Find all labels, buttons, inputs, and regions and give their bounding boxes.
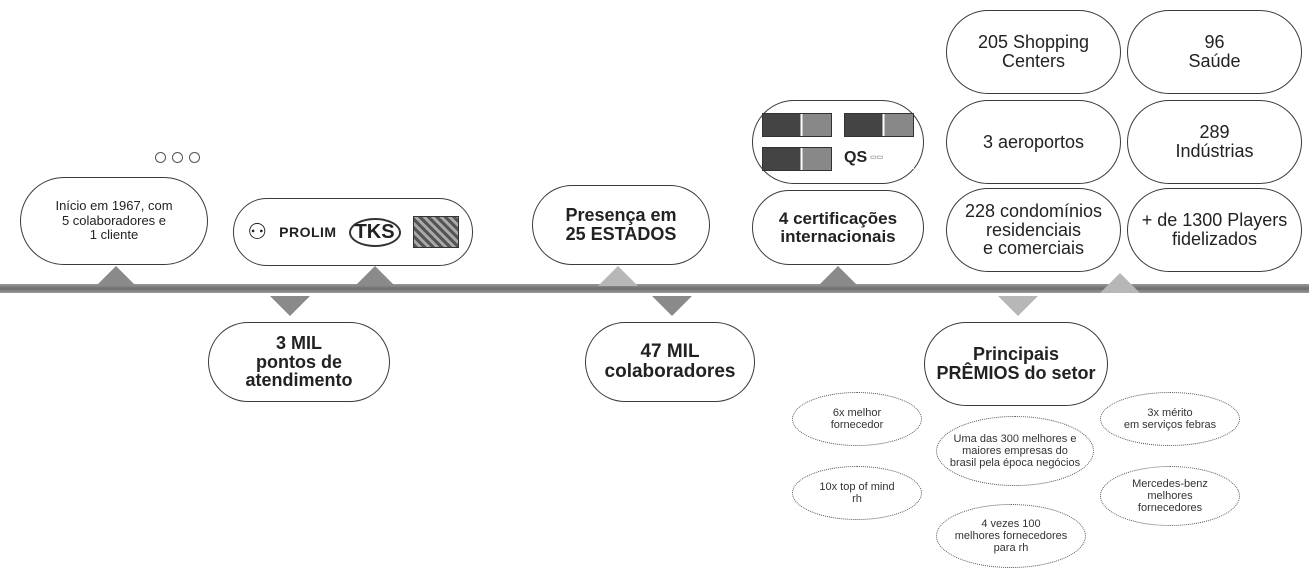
client-players: + de 1300 Players fidelizados: [1127, 188, 1302, 272]
qs-logo: QS ▭▭: [844, 147, 914, 169]
client-shopping: 205 Shopping Centers: [946, 10, 1121, 94]
awards-title: Principais PRÊMIOS do setor: [924, 322, 1108, 406]
marker-up: [818, 266, 858, 286]
award-line: 3x mérito: [1147, 406, 1193, 419]
award-line: fornecedor: [830, 419, 884, 431]
award-line: brasil pela época negócios: [949, 457, 1081, 470]
award-item: Mercedes-benz melhores fornecedores: [1100, 466, 1240, 526]
award-line: melhores fornecedores: [954, 529, 1068, 542]
award-item: 10x top of mind rh: [792, 466, 922, 520]
award-line: fornecedores: [1137, 502, 1203, 515]
milestone-start-line1: Início em 1967, com: [55, 197, 173, 213]
award-line: 10x top of mind: [819, 480, 895, 493]
milestone-certifications: 4 certificações internacionais: [752, 190, 924, 265]
client-condos-line1: 228 condomínios: [964, 200, 1103, 221]
client-airports: 3 aeroportos: [946, 100, 1121, 184]
decorative-dots: [155, 152, 200, 163]
client-industries-line2: Indústrias: [1175, 141, 1254, 161]
qs-label: QS: [844, 148, 868, 166]
marker-up: [355, 266, 395, 286]
client-airports-line1: 3 aeroportos: [982, 131, 1085, 152]
certification-grid: QS ▭▭: [762, 113, 914, 171]
qs-subtext-icon: ▭▭: [870, 154, 884, 162]
milestone-start-line2: 5 colaboradores e: [61, 212, 167, 228]
award-line: 6x melhor: [832, 406, 882, 419]
award-line: melhores: [1147, 489, 1193, 502]
marker-up: [96, 266, 136, 286]
milestone-start-line3: 1 cliente: [89, 227, 139, 243]
dot-icon: [189, 152, 200, 163]
award-line: em serviços febras: [1123, 419, 1217, 431]
award-item: 3x mérito em serviços febras: [1100, 392, 1240, 446]
marker-down: [652, 296, 692, 316]
client-condos: 228 condomínios residenciais e comerciai…: [946, 188, 1121, 272]
marker-down: [270, 296, 310, 316]
milestone-points-line2: pontos de: [256, 351, 342, 372]
certification-badge-icon: [762, 147, 832, 171]
certification-logos: QS ▭▭: [752, 100, 924, 184]
client-health-line1: 96: [1204, 32, 1225, 53]
milestone-points-line3: atendimento: [245, 370, 353, 391]
timeline-axis: [0, 284, 1309, 293]
partner-people-icon: ⚇: [247, 219, 268, 245]
client-players-line1: + de 1300 Players: [1141, 210, 1288, 231]
milestone-presence: Presença em 25 ESTADOS: [532, 185, 710, 265]
award-line: Uma das 300 melhores e: [953, 432, 1077, 445]
milestone-certifications-line1: 4 certificações: [778, 208, 898, 228]
milestone-certifications-line2: internacionais: [780, 226, 896, 246]
dot-icon: [155, 152, 166, 163]
tks-logo: TKS: [348, 217, 401, 247]
milestone-partners: ⚇ PROLIM TKS: [233, 198, 473, 266]
prolim-logo: PROLIM: [279, 223, 337, 240]
award-item: 4 vezes 100 melhores fornecedores para r…: [936, 504, 1086, 568]
marker-up: [1100, 273, 1140, 293]
client-condos-line2: residenciais: [985, 219, 1082, 240]
awards-title-line1: Principais: [972, 344, 1060, 365]
milestone-employees-line2: colaboradores: [604, 361, 736, 382]
award-line: para rh: [993, 542, 1029, 555]
award-line: Mercedes-benz: [1132, 477, 1208, 490]
partner-logos: ⚇ PROLIM TKS: [247, 216, 459, 248]
client-players-line2: fidelizados: [1171, 229, 1258, 249]
milestone-employees-line1: 47 MIL: [640, 341, 700, 363]
dot-icon: [172, 152, 183, 163]
milestone-points-line1: 3 MIL: [275, 332, 322, 353]
client-shopping-line2: Centers: [1001, 51, 1066, 71]
award-line: maiores empresas do: [962, 444, 1068, 457]
client-health: 96 Saúde: [1127, 10, 1302, 94]
award-line: rh: [852, 493, 862, 505]
milestone-start: Início em 1967, com 5 colaboradores e 1 …: [20, 177, 208, 265]
client-industries-line1: 289: [1199, 122, 1230, 143]
certification-badge-icon: [844, 113, 914, 137]
certification-badge-icon: [762, 113, 832, 137]
milestone-points: 3 MIL pontos de atendimento: [208, 322, 390, 402]
marker-down: [998, 296, 1038, 316]
milestone-employees: 47 MIL colaboradores: [585, 322, 755, 402]
client-shopping-line1: 205 Shopping: [977, 32, 1090, 53]
award-line: 4 vezes 100: [981, 517, 1041, 530]
client-industries: 289 Indústrias: [1127, 100, 1302, 184]
milestone-presence-line1: Presença em: [565, 205, 677, 226]
client-health-line2: Saúde: [1188, 51, 1241, 71]
client-condos-line3: e comerciais: [982, 238, 1085, 259]
award-item: Uma das 300 melhores e maiores empresas …: [936, 416, 1094, 486]
awards-title-line2: PRÊMIOS do setor: [936, 363, 1096, 383]
award-item: 6x melhor fornecedor: [792, 392, 922, 446]
partner-badge-icon: [412, 216, 459, 248]
milestone-presence-line2: 25 ESTADOS: [565, 224, 677, 244]
marker-up: [598, 266, 638, 286]
